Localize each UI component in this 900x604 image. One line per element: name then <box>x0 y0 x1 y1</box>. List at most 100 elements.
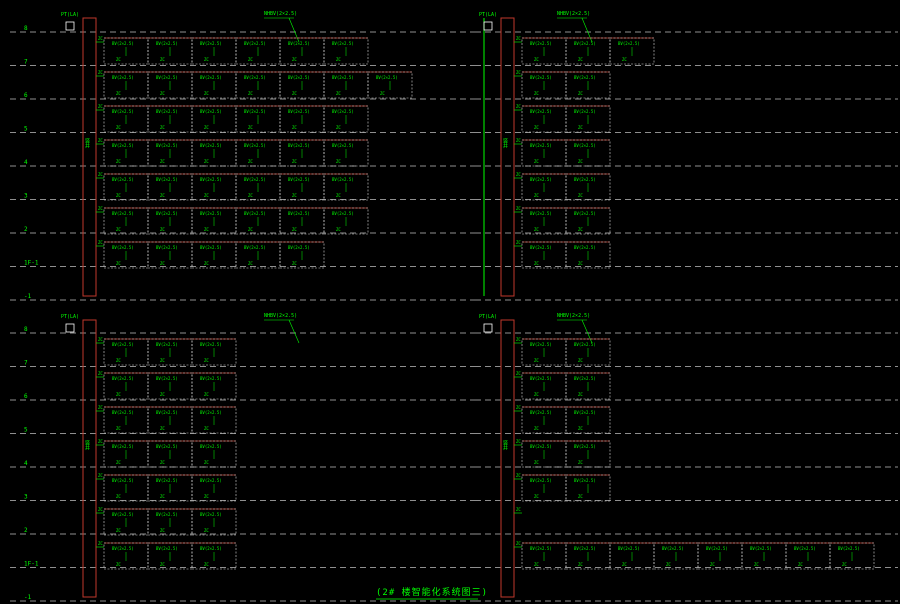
box-sublabel: ZC <box>204 125 209 130</box>
box-label: BV(2×2.5) <box>288 109 310 114</box>
box-label: BV(2×2.5) <box>838 546 860 551</box>
tap-label: ZC <box>98 337 103 342</box>
box-label: BV(2×2.5) <box>530 41 552 46</box>
box-label: BV(2×2.5) <box>200 211 222 216</box>
box-label: BV(2×2.5) <box>200 410 222 415</box>
callout-leader <box>581 319 593 344</box>
box-label: BV(2×2.5) <box>332 109 354 114</box>
box-label: BV(2×2.5) <box>112 75 134 80</box>
outlet-box <box>565 474 611 502</box>
feeder-label: PT(LA) <box>479 314 497 320</box>
box-label: BV(2×2.5) <box>244 245 266 250</box>
tap-label: ZC <box>516 172 521 177</box>
device-icon <box>483 21 493 31</box>
box-sublabel: ZC <box>666 562 671 567</box>
tap-label: ZC <box>516 36 521 41</box>
box-sublabel: ZC <box>534 358 539 363</box>
box-label: BV(2×2.5) <box>332 75 354 80</box>
box-sublabel: ZC <box>534 392 539 397</box>
box-sublabel: ZC <box>798 562 803 567</box>
box-sublabel: ZC <box>116 358 121 363</box>
box-sublabel: ZC <box>204 562 209 567</box>
outlet-box <box>565 338 611 366</box>
box-sublabel: ZC <box>336 159 341 164</box>
box-sublabel: ZC <box>534 159 539 164</box>
outlet-box <box>565 241 611 269</box>
box-sublabel: ZC <box>622 57 627 62</box>
box-sublabel: ZC <box>248 261 253 266</box>
box-sublabel: ZC <box>578 426 583 431</box>
outlet-box <box>191 338 237 366</box>
box-sublabel: ZC <box>160 392 165 397</box>
box-sublabel: ZC <box>160 227 165 232</box>
box-label: BV(2×2.5) <box>530 109 552 114</box>
box-sublabel: ZC <box>204 57 209 62</box>
box-label: BV(2×2.5) <box>574 444 596 449</box>
box-label: BV(2×2.5) <box>156 444 178 449</box>
box-sublabel: ZC <box>204 193 209 198</box>
box-label: BV(2×2.5) <box>156 75 178 80</box>
box-sublabel: ZC <box>754 562 759 567</box>
box-label: BV(2×2.5) <box>156 410 178 415</box>
riser-trunk <box>82 319 97 598</box>
box-label: BV(2×2.5) <box>200 376 222 381</box>
box-label: BV(2×2.5) <box>200 444 222 449</box>
box-sublabel: ZC <box>204 392 209 397</box>
box-sublabel: ZC <box>160 460 165 465</box>
box-label: BV(2×2.5) <box>112 546 134 551</box>
box-sublabel: ZC <box>292 91 297 96</box>
tap-label: ZC <box>516 104 521 109</box>
box-label: BV(2×2.5) <box>574 342 596 347</box>
box-sublabel: ZC <box>116 460 121 465</box>
box-sublabel: ZC <box>578 562 583 567</box>
box-label: BV(2×2.5) <box>288 41 310 46</box>
box-sublabel: ZC <box>578 392 583 397</box>
box-label: BV(2×2.5) <box>112 143 134 148</box>
box-sublabel: ZC <box>116 426 121 431</box>
riser-label: 竖井 <box>502 137 508 149</box>
box-sublabel: ZC <box>578 227 583 232</box>
outlet-box <box>565 71 611 99</box>
box-sublabel: ZC <box>578 91 583 96</box>
box-sublabel: ZC <box>578 261 583 266</box>
box-sublabel: ZC <box>292 261 297 266</box>
outlet-box <box>565 207 611 235</box>
box-label: BV(2×2.5) <box>112 245 134 250</box>
box-sublabel: ZC <box>116 159 121 164</box>
tap-label: ZC <box>98 439 103 444</box>
box-sublabel: ZC <box>204 426 209 431</box>
box-label: BV(2×2.5) <box>332 177 354 182</box>
box-label: BV(2×2.5) <box>530 546 552 551</box>
outlet-box <box>191 440 237 468</box>
level-label: 1F-1 <box>24 561 39 568</box>
box-sublabel: ZC <box>204 528 209 533</box>
riser-label: 竖井 <box>502 439 508 451</box>
box-sublabel: ZC <box>336 193 341 198</box>
box-label: BV(2×2.5) <box>156 245 178 250</box>
level-label: 2 <box>24 527 28 534</box>
outlet-box <box>565 440 611 468</box>
tap-label: ZC <box>516 507 521 512</box>
box-label: BV(2×2.5) <box>200 75 222 80</box>
box-sublabel: ZC <box>160 91 165 96</box>
box-sublabel: ZC <box>116 392 121 397</box>
callout-leader <box>288 17 300 43</box>
callout-label: NHBV(2×2.5) <box>264 11 297 17</box>
box-label: BV(2×2.5) <box>244 211 266 216</box>
level-label: 5 <box>24 126 28 133</box>
outlet-box <box>367 71 413 99</box>
box-sublabel: ZC <box>116 193 121 198</box>
box-sublabel: ZC <box>116 57 121 62</box>
box-sublabel: ZC <box>336 125 341 130</box>
level-label: 3 <box>24 494 28 501</box>
box-label: BV(2×2.5) <box>156 342 178 347</box>
tap-label: ZC <box>98 473 103 478</box>
outlet-box <box>323 139 369 167</box>
device-icon <box>65 21 75 31</box>
box-label: BV(2×2.5) <box>530 143 552 148</box>
box-label: BV(2×2.5) <box>332 211 354 216</box>
level-label: 8 <box>24 25 28 32</box>
outlet-box <box>323 37 369 65</box>
box-label: BV(2×2.5) <box>112 211 134 216</box>
